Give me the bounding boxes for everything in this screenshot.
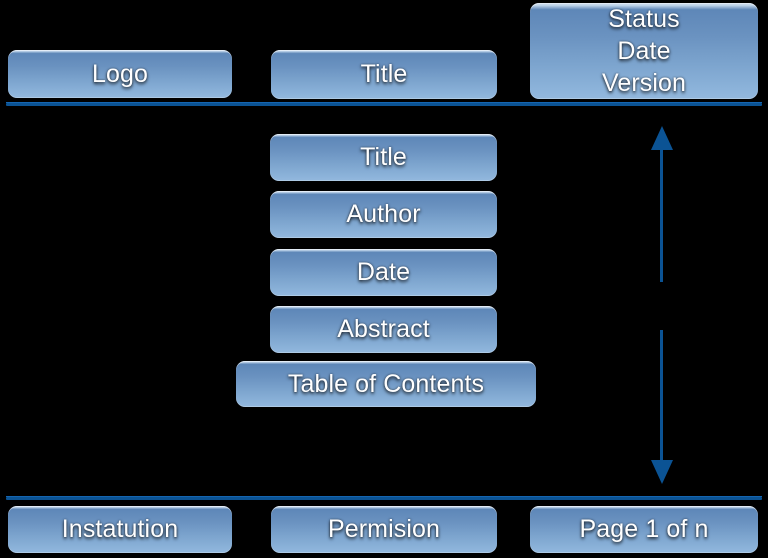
header-divider-rule [6, 102, 762, 106]
arrow-head-down-icon [651, 460, 673, 484]
body-block-abstract[interactable]: Abstract [270, 306, 497, 353]
header-meta-box[interactable]: Status Date Version [530, 3, 758, 99]
header-title-box[interactable]: Title [271, 50, 497, 99]
body-block-table-of-contents[interactable]: Table of Contents [236, 361, 536, 407]
header-logo-box[interactable]: Logo [8, 50, 232, 98]
body-height-arrow [650, 126, 674, 484]
footer-divider-rule [6, 496, 762, 500]
body-block-title[interactable]: Title [270, 134, 497, 181]
header-logo-label: Logo [91, 59, 148, 88]
header-meta-date-label: Date [617, 37, 671, 65]
body-block-date-label: Date [356, 258, 411, 286]
footer-page-box[interactable]: Page 1 of n [530, 506, 758, 553]
body-block-date[interactable]: Date [270, 249, 497, 296]
header-meta-version-label: Version [601, 69, 687, 97]
footer-permission-label: Permision [327, 515, 441, 543]
body-block-title-label: Title [360, 143, 407, 171]
header-meta-status-label: Status [608, 5, 680, 33]
arrow-shaft-lower [660, 330, 663, 460]
footer-page-label: Page 1 of n [579, 515, 709, 543]
footer-permission-box[interactable]: Permision [271, 506, 497, 553]
body-block-abstract-label: Abstract [337, 315, 430, 343]
header-title-label: Title [360, 60, 408, 88]
footer-institution-label: Instatution [61, 515, 179, 543]
arrow-shaft-upper [660, 148, 663, 282]
arrow-head-up-icon [651, 126, 673, 150]
body-block-table-of-contents-label: Table of Contents [287, 369, 485, 398]
body-block-author[interactable]: Author [270, 191, 497, 238]
body-block-author-label: Author [346, 200, 421, 228]
footer-institution-box[interactable]: Instatution [8, 506, 232, 553]
